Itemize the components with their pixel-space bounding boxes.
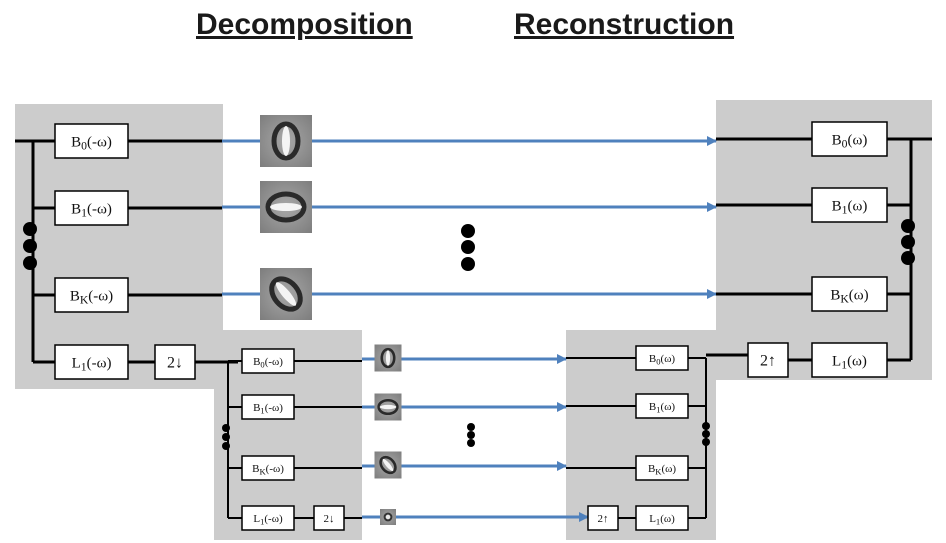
decomp-filter-level2-3-frame: [241, 505, 295, 531]
decomp-filter-level1-1: B1(-ω): [54, 190, 129, 226]
decomp-filter-level2-0: B0(-ω): [241, 348, 295, 374]
ellipsis-recon-level1-dot-2: [901, 235, 915, 249]
upsample-level2: 2↑: [587, 505, 619, 531]
ellipsis-decomp-level1-dot-2: [23, 239, 37, 253]
subband-tile-level2-1: [374, 393, 402, 421]
ellipsis-recon-level2-dot-2: [702, 430, 710, 438]
recon-filter-level2-2: BK(ω): [635, 455, 689, 481]
upsample-level1: 2↑: [747, 342, 789, 378]
decomp-filter-level1-1-frame: [54, 190, 129, 226]
ellipsis-middle-level1-dot-1: [461, 224, 475, 238]
upsample-level1-frame: [747, 342, 789, 378]
recon-filter-level1-2: BK(ω): [811, 276, 888, 312]
recon-filter-level1-0-label: B0(ω): [832, 132, 868, 150]
decomp-filter-level1-0-label: B0(-ω): [71, 134, 112, 152]
downsample-level1-label: 2↓: [167, 355, 183, 372]
ellipsis-middle-level1-dot-2: [461, 240, 475, 254]
downsample-level2-label: 2↓: [324, 513, 335, 525]
recon-filter-level1-3-frame: [811, 342, 888, 378]
decomp-filter-level2-0-frame: [241, 348, 295, 374]
ellipsis-recon-level2-dot-3: [702, 438, 710, 446]
decomp-filter-level2-3-label: L1(-ω): [253, 513, 283, 526]
downsample-level2: 2↓: [313, 505, 345, 531]
recon-filter-level2-3-frame: [635, 505, 689, 531]
decomposition-heading: Decomposition: [196, 8, 413, 41]
decomp-filter-level1-3: L1(-ω): [54, 344, 129, 380]
downsample-level1-frame: [154, 344, 196, 380]
recon-filter-level2-3: L1(ω): [635, 505, 689, 531]
recon-filter-level1-2-frame: [811, 276, 888, 312]
decomp-filter-level1-2: BK(-ω): [54, 277, 129, 313]
downsample-level1: 2↓: [154, 344, 196, 380]
decomp-filter-level1-2-label: BK(-ω): [70, 288, 113, 306]
recon-filter-level1-0-frame: [811, 121, 888, 157]
decomp-filter-level2-2: BK(-ω): [241, 455, 295, 481]
recon-filter-level2-2-label: BK(ω): [648, 463, 676, 476]
upsample-level2-frame: [587, 505, 619, 531]
recon-filter-level1-2-label: BK(ω): [830, 287, 868, 305]
recon-filter-level1-0: B0(ω): [811, 121, 888, 157]
subband-tile-level1-1: [260, 181, 312, 233]
reconstruction-heading: Reconstruction: [514, 8, 735, 41]
decomp-filter-level2-1: B1(-ω): [241, 394, 295, 420]
recon-filter-level1-1-frame: [811, 187, 888, 223]
ellipsis-decomp-level2-dot-2: [222, 433, 230, 441]
decomp-filter-level2-0-label: B0(-ω): [253, 356, 283, 369]
decomp-filter-level1-3-label: L1(-ω): [72, 355, 112, 373]
decomp-filter-level1-1-label: B1(-ω): [71, 201, 112, 219]
recon-filter-level2-3-label: L1(ω): [649, 513, 675, 526]
recon-filter-level2-1-label: B1(ω): [649, 401, 676, 414]
recon-filter-level2-0-label: B0(ω): [649, 353, 676, 366]
ellipsis-decomp-level2-dot-3: [222, 442, 230, 450]
ellipsis-middle-level1-dot-3: [461, 257, 475, 271]
recon-filter-level1-3-label: L1(ω): [832, 353, 867, 371]
recon-filter-level2-1: B1(ω): [635, 393, 689, 419]
recon-filter-level1-1-label: B1(ω): [832, 198, 868, 216]
ellipsis-middle-level2-dot-1: [467, 423, 475, 431]
decomp-filter-level2-2-label: BK(-ω): [252, 463, 284, 476]
ellipsis-recon-level2-dot-1: [702, 422, 710, 430]
ellipsis-recon-level1-dot-1: [901, 219, 915, 233]
decomp-filter-level1-2-frame: [54, 277, 129, 313]
recon-filter-level2-0: B0(ω): [635, 345, 689, 371]
lowpass-residual-tile: [380, 509, 396, 525]
ellipsis-decomp-level1-dot-3: [23, 256, 37, 270]
recon-filter-level2-1-frame: [635, 393, 689, 419]
recon-filter-level2-0-frame: [635, 345, 689, 371]
subband-tile-level2-0: [374, 344, 402, 372]
subband-tile-level1-2: [260, 268, 312, 320]
downsample-level2-frame: [313, 505, 345, 531]
decomp-filter-level2-1-label: B1(-ω): [253, 402, 283, 415]
decomp-filter-level1-0-frame: [54, 123, 129, 159]
subband-tile-level2-2: [374, 451, 402, 479]
decomp-filter-level2-1-frame: [241, 394, 295, 420]
decomp-filter-level1-3-frame: [54, 344, 129, 380]
ellipsis-middle-level2-dot-2: [467, 431, 475, 439]
decomp-filter-level1-0: B0(-ω): [54, 123, 129, 159]
upsample-level1-label: 2↑: [760, 353, 776, 370]
recon-filter-level1-3: L1(ω): [811, 342, 888, 378]
decomp-filter-level2-2-frame: [241, 455, 295, 481]
ellipsis-middle-level2-dot-3: [467, 439, 475, 447]
subband-tile-level1-0: [260, 115, 312, 167]
ellipsis-decomp-level2-dot-1: [222, 424, 230, 432]
decomp-filter-level2-3: L1(-ω): [241, 505, 295, 531]
ellipsis-recon-level1-dot-3: [901, 251, 915, 265]
ellipsis-decomp-level1-dot-1: [23, 222, 37, 236]
upsample-level2-label: 2↑: [598, 513, 609, 525]
recon-filter-level1-1: B1(ω): [811, 187, 888, 223]
recon-filter-level2-2-frame: [635, 455, 689, 481]
